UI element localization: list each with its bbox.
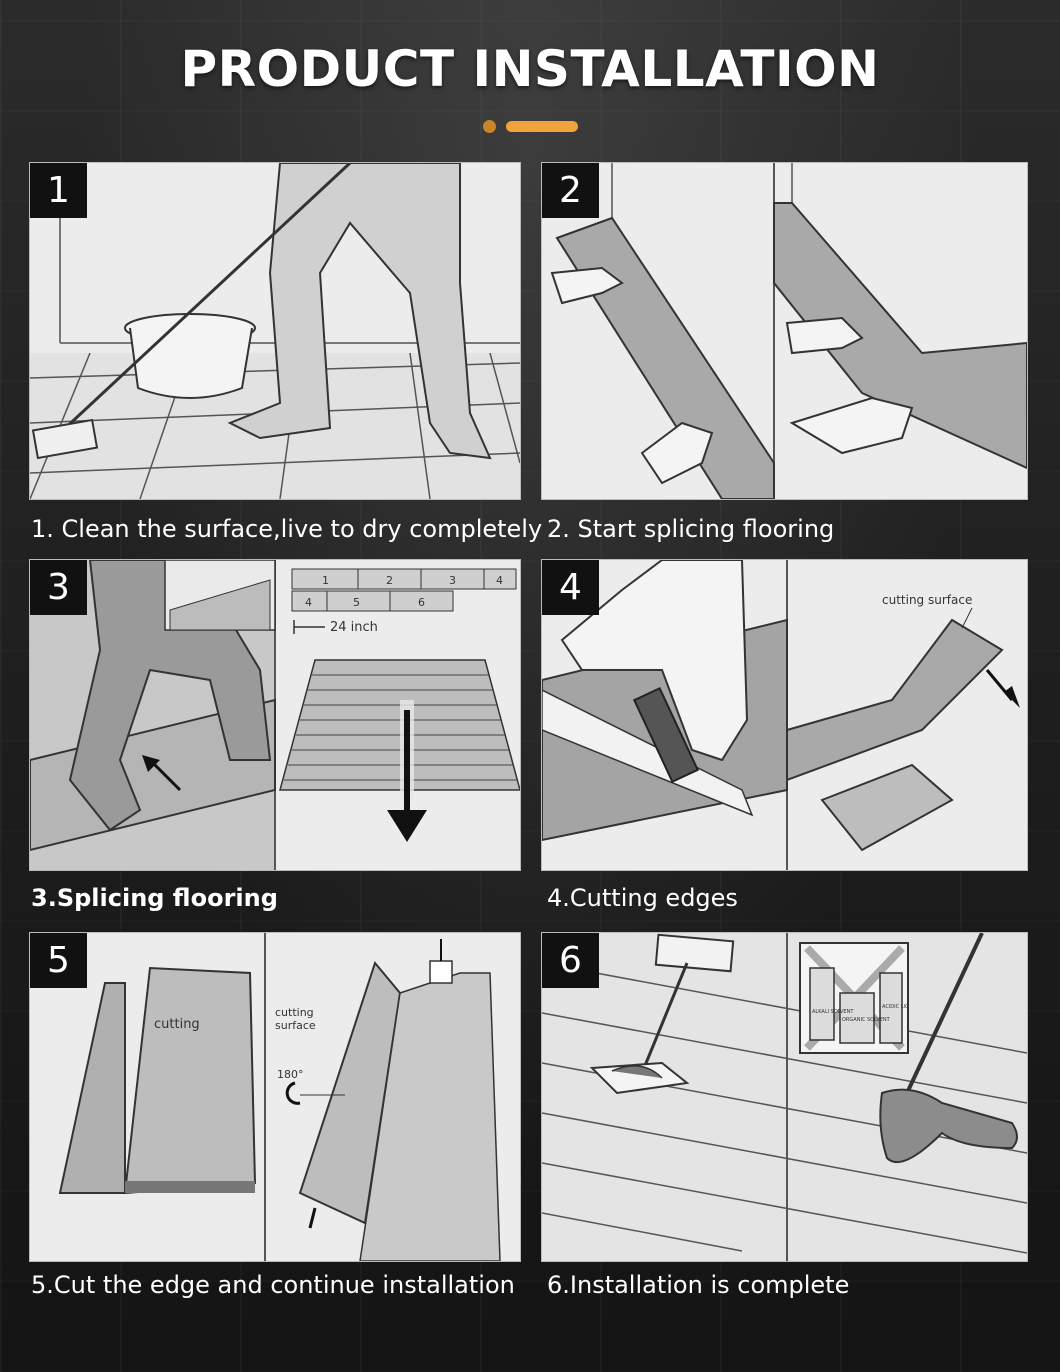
bottle-3-label: ACIDIC LIQ [882,1004,909,1010]
step-5-number: 5 [30,933,87,988]
step-1-caption: 1. Clean the surface,live to dry complet… [31,515,543,543]
step-4-number: 4 [542,560,599,615]
step-6-panel: 6 ALKALI SOLVENT ORGANIC SOLVENT ACIDIC … [541,932,1028,1262]
accent-dot [483,120,496,133]
step-3-number: 3 [30,560,87,615]
step-1-panel: 1 [29,162,521,500]
measure-label: 24 inch [330,620,378,635]
tile-label: 4 [496,574,503,587]
step-6-caption: 6.Installation is complete [547,1271,850,1299]
step-5-panel: 5 cutting cutting surface 180° [29,932,521,1262]
step-2-caption: 2. Start splicing flooring [547,515,835,543]
step-5-caption: 5.Cut the edge and continue installation [31,1271,515,1299]
step-5-illustration: cutting cutting surface 180° [30,933,520,1261]
step-6-number: 6 [542,933,599,988]
tile-label: 6 [418,596,425,609]
step-4-illustration: cutting surface [542,560,1027,870]
cut-note-line1: cutting [275,1006,314,1019]
tile-label: 2 [386,574,393,587]
tile-label: 3 [449,574,456,587]
cut-note-line2: surface [275,1019,316,1032]
step-4-caption: 4.Cutting edges [547,884,738,912]
step-6-illustration: ALKALI SOLVENT ORGANIC SOLVENT ACIDIC LI… [542,933,1027,1261]
step-1-number: 1 [30,163,87,218]
plank-note: cutting [154,1017,200,1032]
tile-label: 4 [305,596,312,609]
rotate-label: 180° [277,1068,304,1081]
page-title: PRODUCT INSTALLATION [180,40,880,98]
step-3-panel: 3 1 2 3 4 4 5 6 24 inch [29,559,521,871]
bottle-2-label: ORGANIC SOLVENT [842,1017,891,1023]
cut-note: cutting surface [882,593,972,607]
step-4-panel: 4 cutting surface [541,559,1028,871]
step-1-illustration [30,163,520,499]
step-2-panel: 2 [541,162,1028,500]
step-2-illustration [542,163,1027,499]
step-3-illustration: 1 2 3 4 4 5 6 24 inch [30,560,520,870]
tile-label: 5 [353,596,360,609]
step-2-number: 2 [542,163,599,218]
accent-bar [506,121,578,132]
bottle-1-label: ALKALI SOLVENT [812,1009,854,1015]
tile-label: 1 [322,574,329,587]
step-3-caption: 3.Splicing flooring [31,884,278,912]
